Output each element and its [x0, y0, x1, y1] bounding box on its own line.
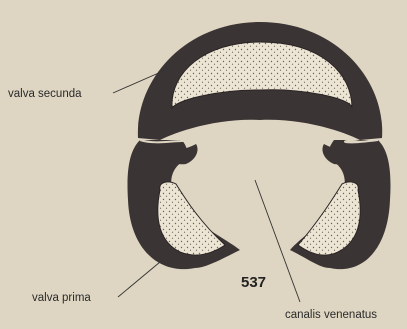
label-canalis-venenatus: canalis venenatus [285, 309, 377, 321]
leader-valva-prima [118, 262, 160, 297]
label-valva-prima: valva prima [32, 292, 91, 304]
label-valva-secunda: valva secunda [8, 88, 82, 100]
figure-number: 537 [241, 274, 266, 291]
